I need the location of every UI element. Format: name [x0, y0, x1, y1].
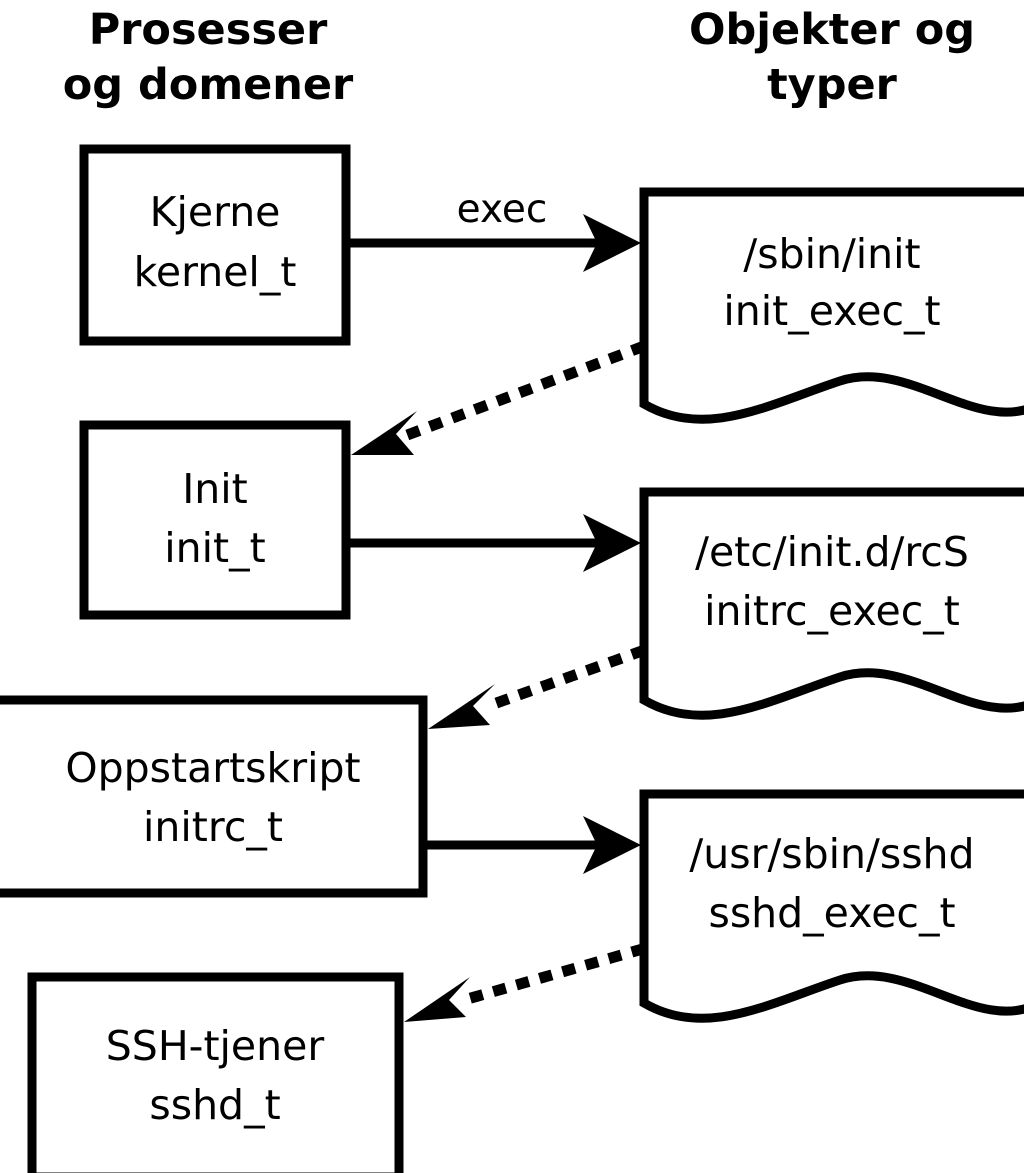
arrow-head-icon	[428, 684, 495, 729]
node-init_exec-label-line2: init_exec_t	[723, 287, 940, 335]
arrow-head-icon	[583, 514, 641, 572]
node-init[interactable]: Init init_t	[79, 420, 351, 620]
edge-initrc-exec-sshd_exec	[427, 816, 641, 874]
node-shape-rectangle	[27, 972, 404, 1173]
column-header-processes-line1: Prosesser	[89, 5, 328, 55]
node-init-label-line1: Init	[182, 465, 248, 513]
node-shape-document	[639, 187, 1024, 424]
node-initrc[interactable]: Oppstartskript initrc_t	[0, 695, 428, 898]
column-header-processes-line2: og domener	[63, 60, 354, 110]
arrow-head-icon	[351, 411, 417, 455]
node-kernel-label-line2: kernel_t	[134, 248, 297, 296]
arrow-head-icon	[583, 816, 641, 874]
node-shape-rectangle	[79, 144, 351, 346]
node-sshd-label-line1: SSH-tjener	[106, 1022, 325, 1070]
node-shape-rectangle	[0, 695, 428, 898]
node-initrc_exec[interactable]: /etc/init.d/rcS initrc_exec_t	[639, 487, 1024, 720]
edge-kernel-exec-init_exec: exec	[350, 187, 641, 272]
edge-initrc_exec-transition-initrc	[428, 644, 647, 729]
column-header-objects-line1: Objekter og	[689, 5, 975, 55]
edge-init-exec-initrc_exec	[350, 514, 641, 572]
node-shape-rectangle	[79, 420, 351, 620]
node-init-label-line2: init_t	[164, 524, 265, 572]
edge-label-exec: exec	[457, 187, 548, 232]
node-shape-document	[639, 789, 1024, 1023]
node-sshd_exec-label-line1: /usr/sbin/sshd	[689, 830, 974, 878]
arrow-head-icon	[404, 977, 470, 1022]
node-initrc_exec-label-line1: /etc/init.d/rcS	[695, 528, 969, 576]
node-sshd-label-line2: sshd_t	[149, 1081, 280, 1129]
edge-sshd_exec-transition-sshd	[404, 943, 646, 1022]
node-init_exec-label-line1: /sbin/init	[743, 230, 920, 278]
edge-line	[457, 943, 646, 1007]
node-kernel[interactable]: Kjerne kernel_t	[79, 144, 351, 346]
node-sshd[interactable]: SSH-tjener sshd_t	[27, 972, 404, 1173]
arrow-head-icon	[583, 214, 641, 272]
edge-line	[480, 644, 647, 714]
edge-line	[402, 340, 647, 442]
node-shape-document	[639, 487, 1024, 720]
node-init_exec[interactable]: /sbin/init init_exec_t	[639, 187, 1024, 424]
node-sshd_exec[interactable]: /usr/sbin/sshd sshd_exec_t	[639, 789, 1024, 1023]
node-initrc_exec-label-line2: initrc_exec_t	[704, 587, 960, 635]
node-sshd_exec-label-line2: sshd_exec_t	[708, 889, 955, 937]
node-initrc-label-line2: initrc_t	[143, 803, 283, 851]
column-header-objects-line2: typer	[767, 60, 898, 110]
node-kernel-label-line1: Kjerne	[150, 188, 281, 236]
edge-init_exec-transition-init	[351, 340, 647, 455]
node-initrc-label-line1: Oppstartskript	[65, 744, 360, 792]
